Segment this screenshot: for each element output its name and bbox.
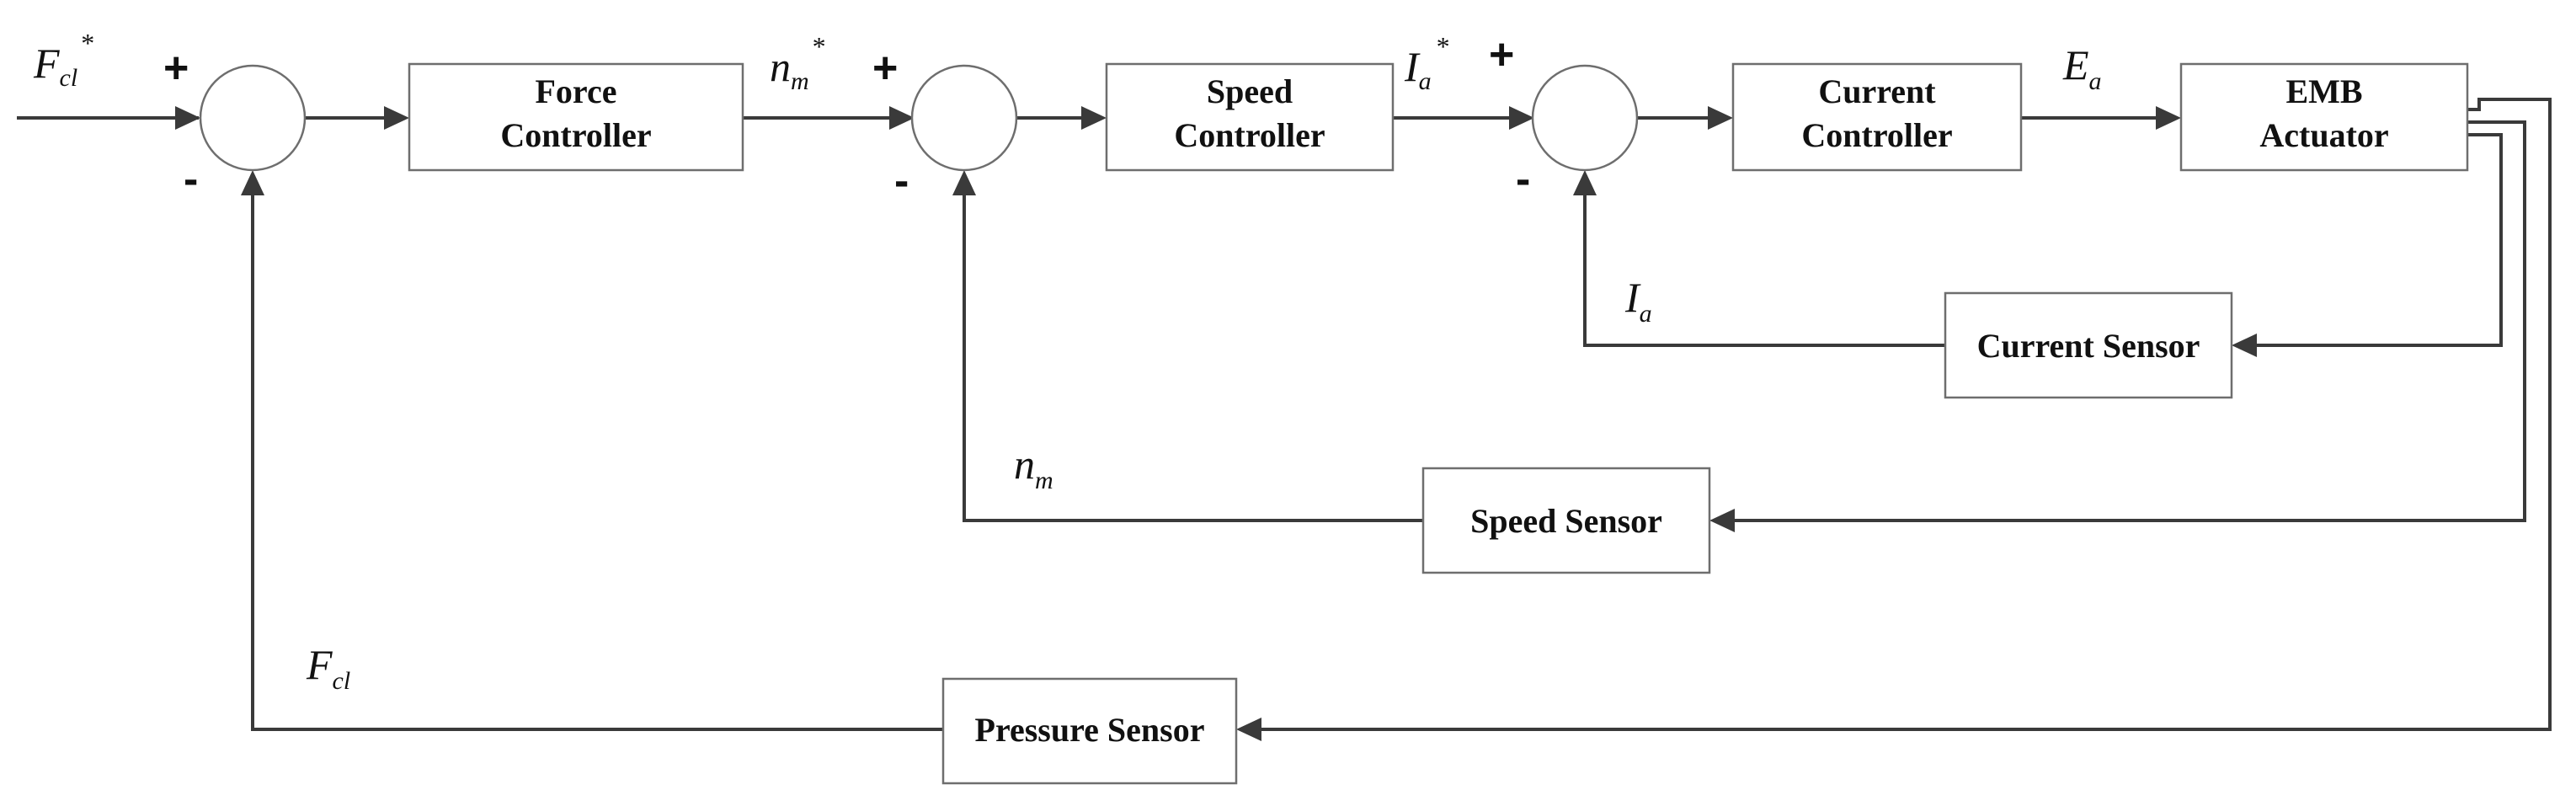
summing-junction-speed (910, 64, 1018, 172)
current-feedback-label: Ia (1624, 274, 1652, 328)
sum1-minus-sign: - (184, 155, 198, 204)
sum2-plus-sign: + (872, 44, 898, 93)
current-sensor-label: Current Sensor (1977, 327, 2200, 365)
current-reference-label: Ia* (1404, 31, 1450, 95)
sum1-feedback-arrow (241, 170, 264, 195)
sum3-input-arrow (1509, 106, 1534, 130)
force-feedback-wire (1261, 98, 2552, 731)
emb-actuator-label-line1: EMB (2285, 72, 2362, 110)
speed-controller-label-line1: Speed (1207, 72, 1293, 110)
current-controller-arrow (1708, 106, 1733, 130)
speed-controller-label-line2: Controller (1174, 116, 1325, 154)
summing-junction-force (199, 64, 307, 172)
sum3-minus-sign: - (1516, 155, 1530, 204)
speed-reference-label: nm* (770, 31, 826, 95)
sum3-feedback-arrow (1573, 170, 1597, 195)
sum3-plus-sign: + (1489, 30, 1514, 79)
speed-sensor-arrow (1709, 509, 1735, 532)
speed-controller-arrow (1081, 106, 1107, 130)
sum2-feedback-arrow (952, 170, 976, 195)
force-controller-arrow (384, 106, 409, 130)
force-controller-label-line2: Controller (500, 116, 651, 154)
armature-voltage-label: Ea (2062, 41, 2102, 95)
current-controller-label-line2: Controller (1801, 116, 1952, 154)
summing-junction-current (1531, 64, 1639, 172)
pressure-sensor-block: Pressure Sensor (941, 677, 1238, 785)
emb-actuator-block: EMB Actuator (2179, 62, 2469, 172)
speed-sensor-block: Speed Sensor (1421, 467, 1711, 574)
current-sensor-block: Current Sensor (1944, 291, 2233, 399)
speed-sensor-label: Speed Sensor (1470, 502, 1662, 540)
current-sensor-arrow (2232, 334, 2257, 357)
current-feedback-wire (2257, 133, 2503, 347)
sum1-plus-sign: + (163, 44, 189, 93)
emb-actuator-label-line2: Actuator (2259, 116, 2388, 154)
speed-feedback-label: nm (1014, 440, 1053, 494)
actuator-arrow (2156, 106, 2181, 130)
force-controller-block: Force Controller (408, 62, 744, 172)
pressure-sensor-arrow (1236, 718, 1261, 741)
sum2-input-arrow (889, 106, 915, 130)
speed-controller-block: Speed Controller (1105, 62, 1395, 172)
force-reference-label: Fcl* (33, 28, 94, 92)
sum2-minus-sign: - (894, 157, 909, 206)
force-controller-label-line1: Force (536, 72, 617, 110)
force-feedback-label: Fcl (306, 641, 350, 695)
current-sensor-to-sum3-wire (1583, 195, 1945, 347)
current-controller-label-line1: Current (1818, 72, 1936, 110)
input-arrow (175, 106, 200, 130)
current-controller-block: Current Controller (1731, 62, 2023, 172)
pressure-sensor-label: Pressure Sensor (975, 711, 1205, 749)
pressure-sensor-to-sum1-wire (251, 195, 943, 731)
speed-sensor-to-sum2-wire (963, 195, 1423, 522)
